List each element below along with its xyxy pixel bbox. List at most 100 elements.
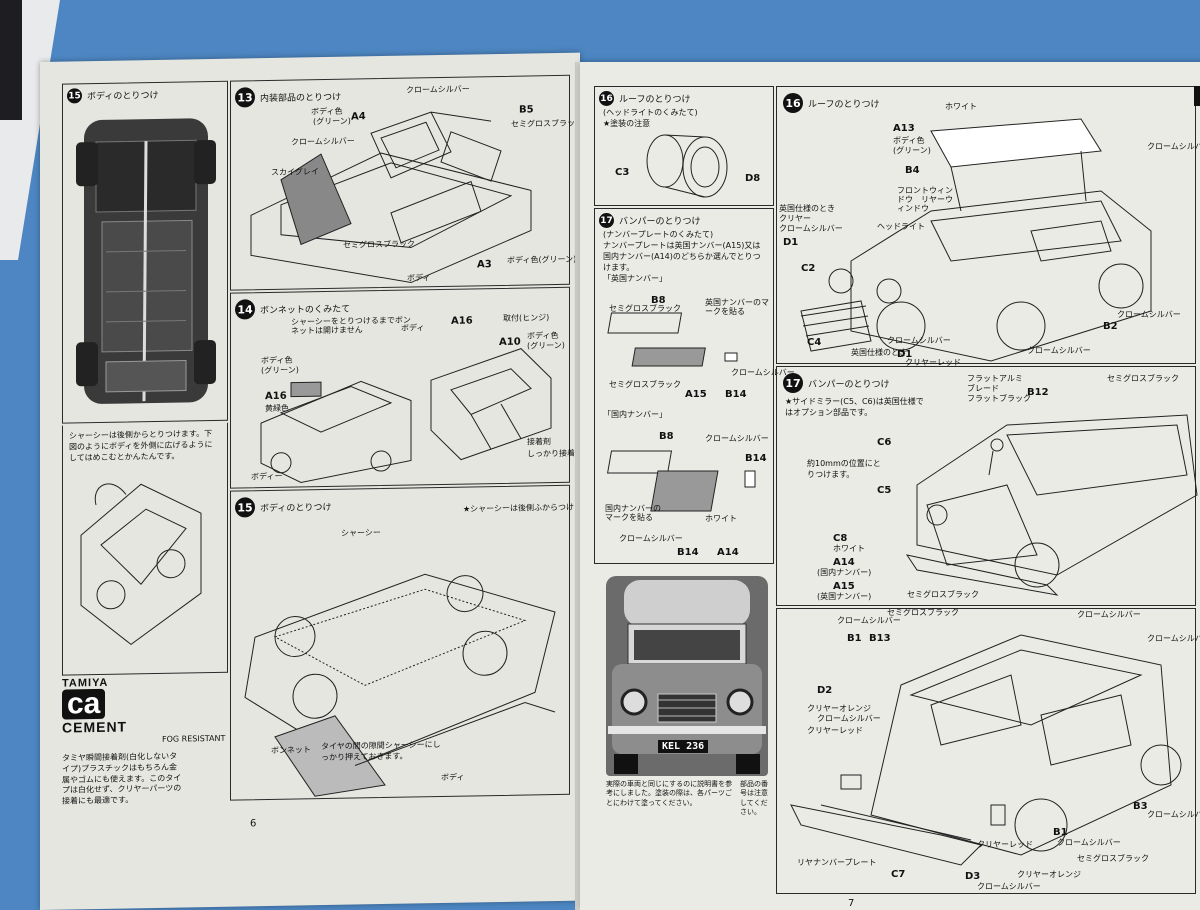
cement-word: CEMENT [62,718,128,736]
part-code: C6 [877,437,892,448]
step-title: ボディのとりつけ [87,90,159,103]
step-note: ★塗装の注意 [603,119,651,128]
label: セミグロスブラック [609,304,681,313]
part-code: B1 [1053,827,1068,838]
part-code: B4 [905,165,920,176]
step16a-heading: 16 ルーフのとりつけ [599,91,691,106]
panel-step17-plate: 17 バンパーのとりつけ (ナンバープレートのくみたて) ナンバープレートは英国… [594,208,795,564]
page-number: 6 [250,818,257,830]
part-code: B12 [1027,387,1049,398]
panel-step15-chassis: 15 ボディのとりつけ [62,80,228,424]
photo-caption: 実際の車両と同じにするのに説明書を参考にしました。塗装の際は、各パーツごとにわけ… [606,780,733,807]
body-chassis-assembly-drawing [244,573,556,797]
cement-note: FOG RESISTANT [162,733,226,744]
label: クロームシルバー [1147,634,1200,643]
label: 英国仕様のとき [851,348,907,357]
car-photo: KEL 236 [606,576,768,776]
panel-step17-bumper: 17 バンパーのとりつけ ★サイドミラー(C5、C6)は英国仕様ではオプション部… [776,366,1198,606]
background-object [0,0,22,120]
step-title: ルーフのとりつけ [619,95,691,105]
label: クリヤーオレンジ [1017,870,1081,879]
label: (英国ナンバー) [817,592,872,601]
label: ボディ色 [527,330,559,341]
part-code: D3 [965,871,981,882]
label: クロームシルバー [1057,838,1121,847]
panel-step15: 15 ボディのとりつけ シャーシー ★シャーシーは後側ふからつけます。 ボンネッ… [230,484,580,801]
part-code: A3 [477,259,492,271]
label: (グリーン) [893,146,931,155]
note: ★シャーシーは後側ふからつけます。 [463,502,580,514]
label: クロームシルバー [406,84,470,95]
part-code: A10 [499,336,521,348]
part-code: D2 [817,685,833,696]
part-code: A15 [685,389,707,400]
step-description: ナンバープレートは英国ナンバー(A15)又は国内ナンバー(A14)のどちらか選ん… [603,241,761,272]
part-code: B3 [1133,801,1148,812]
step15-heading: 15 ボディのとりつけ [235,496,331,518]
part-code: B14 [725,389,747,400]
label: ホワイト [833,544,865,553]
bonnet-assembly-drawing [260,348,552,483]
label: クリヤーオレンジ [807,704,871,713]
step-title: ボディのとりつけ [260,502,332,514]
step15-top-heading: 15 ボディのとりつけ [67,87,158,104]
headlight-drawing [646,134,728,198]
label: 英国仕様のとき [779,204,835,213]
interior-assembly-drawing [250,111,532,284]
part-code: B13 [869,633,891,644]
chassis-insert-drawing [80,483,202,646]
page-edge-tab [1194,86,1200,106]
label: クロームシルバー [1077,610,1141,619]
label: スカイグレイ [271,167,319,177]
label: ボディ色(グリーン) [507,254,577,265]
label: セミグロスブラック [1107,374,1179,383]
label: (グリーン) [313,116,351,127]
label: クロームシルバー [779,224,843,233]
jp-plate-drawing [607,450,756,512]
part-code: C3 [615,167,630,178]
label: ホワイト [945,102,977,111]
part-code: A14 [833,557,855,568]
roof-assembly-drawing [800,118,1152,362]
part-code: B14 [677,547,699,558]
license-plate-text: KEL 236 [658,740,709,753]
step-title: バンパーのとりつけ [619,217,701,227]
part-code: A16 [265,390,287,403]
bumper-assembly-drawing [905,414,1198,596]
note: タイヤの間の隙間シャーシーにしっかり押えておきます。 [321,740,441,762]
panel-step16-headlight: 16 ルーフのとりつけ (ヘッドライトのくみたて) ★塗装の注意 C3 D8 [594,86,774,206]
uk-plate-label: 「英国ナンバー」 [603,274,667,283]
step17b-heading: 17 バンパーのとりつけ [783,373,890,393]
label: クロームシルバー [837,616,901,625]
part-code: C8 [833,533,848,544]
label: 取付(ヒンジ) [503,313,550,323]
part-code: A4 [351,111,366,123]
part-code: A16 [451,315,473,327]
label: セミグロスブラック [1077,854,1149,863]
label: クロームシルバー [1147,142,1200,151]
step-subtitle: (ヘッドライトのくみたて) [603,108,698,117]
step-title: バンパーのとりつけ [808,379,890,390]
step-number: 15 [67,88,82,104]
chassis-underside-photo [76,118,216,404]
label: クロームシルバー [1117,310,1181,319]
label: クロームシルバー [887,336,951,345]
step-number: 15 [235,497,255,518]
panel-step14: 14 ボンネットのくみたて シャーシーをとりつけるまでボンネットは開けません ボ… [230,286,575,489]
step-note: ★サイドミラー(C5、C6)は英国仕様ではオプション部品です。 [785,397,924,417]
label: 黄緑色 [265,403,289,414]
step-number: 14 [235,299,255,320]
label: クロームシルバー [705,434,769,443]
step-subtitle: (ナンバープレートのくみたて) [603,230,714,239]
label: ボディ色 [261,355,293,366]
label: クロームシルバー [817,714,881,723]
label: しっかり接着 [527,448,575,459]
mini-cooper-front-photo [608,580,766,774]
left-page: 15 ボディのとりつけ 13 内装部品のとりつけ [40,52,580,910]
step-number: 16 [783,93,803,113]
part-code: C2 [801,263,816,274]
part-code: B14 [745,453,767,464]
part-code: A15 [833,581,855,592]
label: ボディ色 [311,106,343,117]
label: フラットブラック [967,394,1031,403]
